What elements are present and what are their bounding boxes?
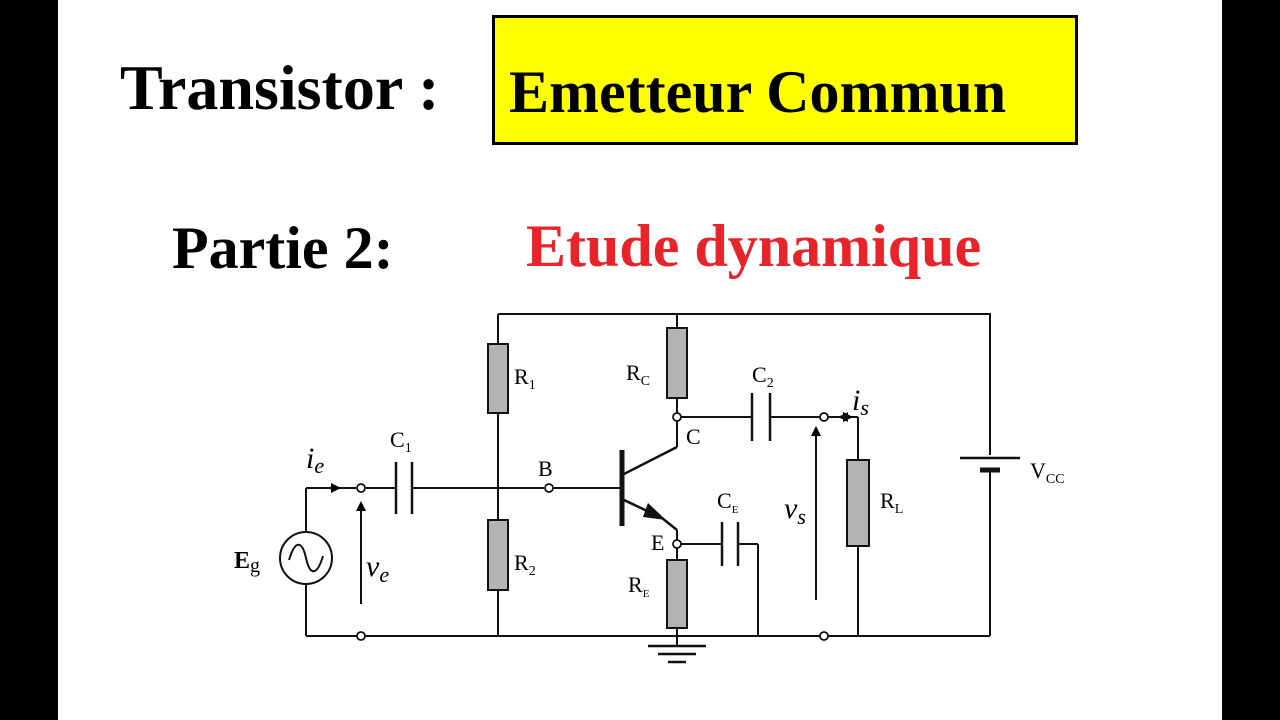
capacitor-c2 — [750, 393, 772, 441]
label-eg: Eg — [234, 548, 260, 577]
resistors — [487, 327, 870, 629]
resistor-re — [666, 559, 688, 629]
resistor-rl — [846, 459, 870, 547]
label-ie: ie — [306, 442, 324, 478]
label-rc: RC — [626, 360, 650, 389]
output-terminal-top — [819, 412, 829, 422]
label-re: RE — [628, 572, 650, 600]
label-c1: C1 — [390, 427, 412, 456]
node-b-dot — [544, 483, 554, 493]
ac-source-eg — [279, 531, 333, 585]
title-highlight-text: Emetteur Commun — [509, 59, 1007, 125]
current-voltage-arrows — [316, 412, 853, 604]
subtitle-topic: Etude dynamique — [526, 213, 982, 279]
terminals — [356, 412, 829, 641]
label-r2: R2 — [514, 550, 536, 579]
component-labels: R1 R2 RC RE RL C1 C2 CE VCC B C E Eg — [234, 360, 1065, 600]
resistor-rc — [666, 327, 688, 399]
title-highlight-box: Emetteur Commun — [492, 15, 1078, 145]
node-e-dot — [672, 539, 682, 549]
label-r1: R1 — [514, 364, 536, 393]
title-prefix: Transistor : — [120, 52, 440, 123]
label-vcc: VCC — [1030, 458, 1065, 487]
label-vs: vs — [784, 492, 806, 529]
resistor-r2 — [487, 519, 509, 591]
capacitor-c1 — [394, 462, 414, 514]
label-node-e: E — [651, 530, 664, 555]
capacitors — [394, 393, 772, 566]
emitter-arrow — [643, 503, 666, 520]
capacitor-ce — [720, 522, 740, 566]
is-arrowhead — [838, 412, 848, 422]
input-terminal-bottom — [356, 631, 366, 641]
output-terminal-bottom — [819, 631, 829, 641]
ground-symbol — [648, 644, 706, 664]
label-ve: ve — [366, 550, 389, 587]
node-c-dot — [672, 412, 682, 422]
label-ce: CE — [717, 488, 739, 516]
label-is: is — [852, 384, 869, 420]
subtitle-part: Partie 2: — [172, 215, 394, 281]
wires — [305, 313, 991, 646]
input-terminal-top — [356, 483, 366, 493]
sine-wave-icon — [288, 543, 324, 573]
battery-vcc — [960, 456, 1020, 473]
label-node-c: C — [686, 424, 701, 449]
resistor-r1 — [487, 343, 509, 414]
npn-transistor — [619, 445, 678, 531]
label-c2: C2 — [752, 362, 774, 391]
label-node-b: B — [538, 456, 553, 481]
signal-labels: ie is ve vs — [306, 384, 869, 587]
label-rl: RL — [880, 488, 903, 517]
